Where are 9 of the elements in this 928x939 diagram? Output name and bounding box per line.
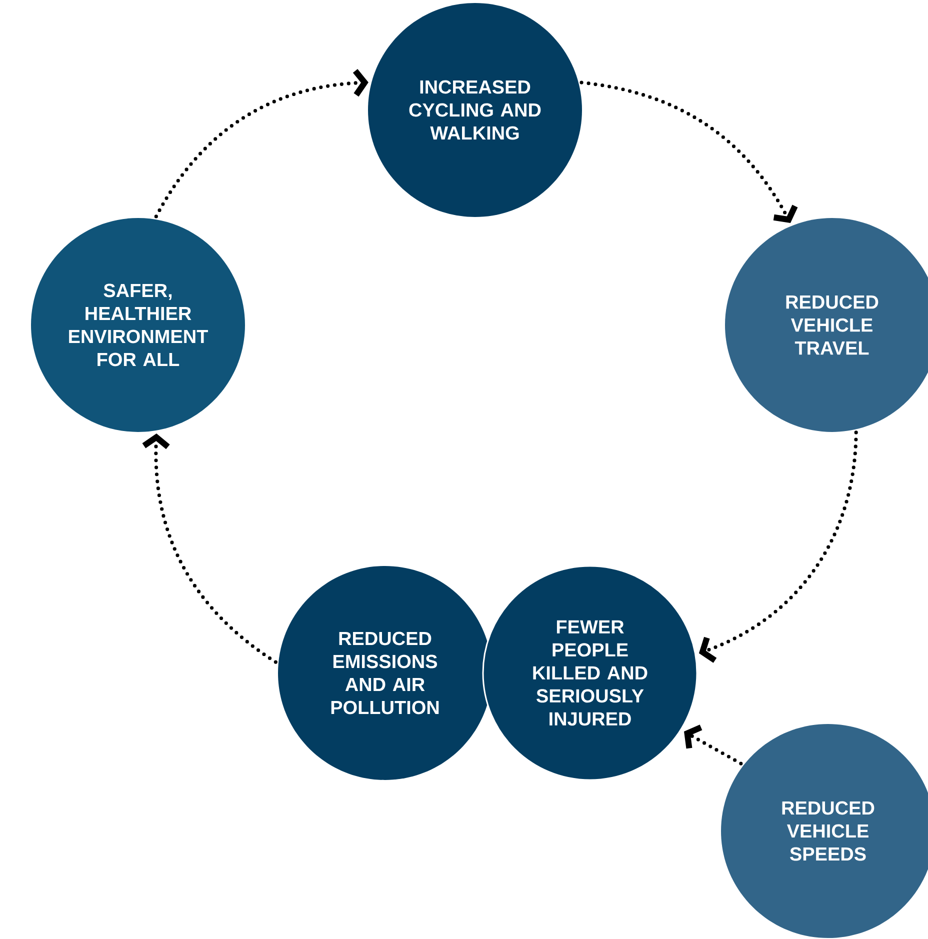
circle-node: FEWER PEOPLE KILLED AND SERIOUSLY INJURED (482, 565, 698, 781)
arrow (698, 430, 858, 663)
arrow (154, 69, 368, 218)
arrow (580, 80, 798, 223)
arrow (142, 434, 278, 664)
circle-node: REDUCED EMISSIONS AND AIR POLLUTION (278, 566, 492, 780)
arrow (684, 724, 743, 766)
circle-node: INCREASED CYCLING AND WALKING (368, 3, 582, 217)
circle-node: SAFER, HEALTHIER ENVIRONMENT FOR ALL (31, 218, 245, 432)
